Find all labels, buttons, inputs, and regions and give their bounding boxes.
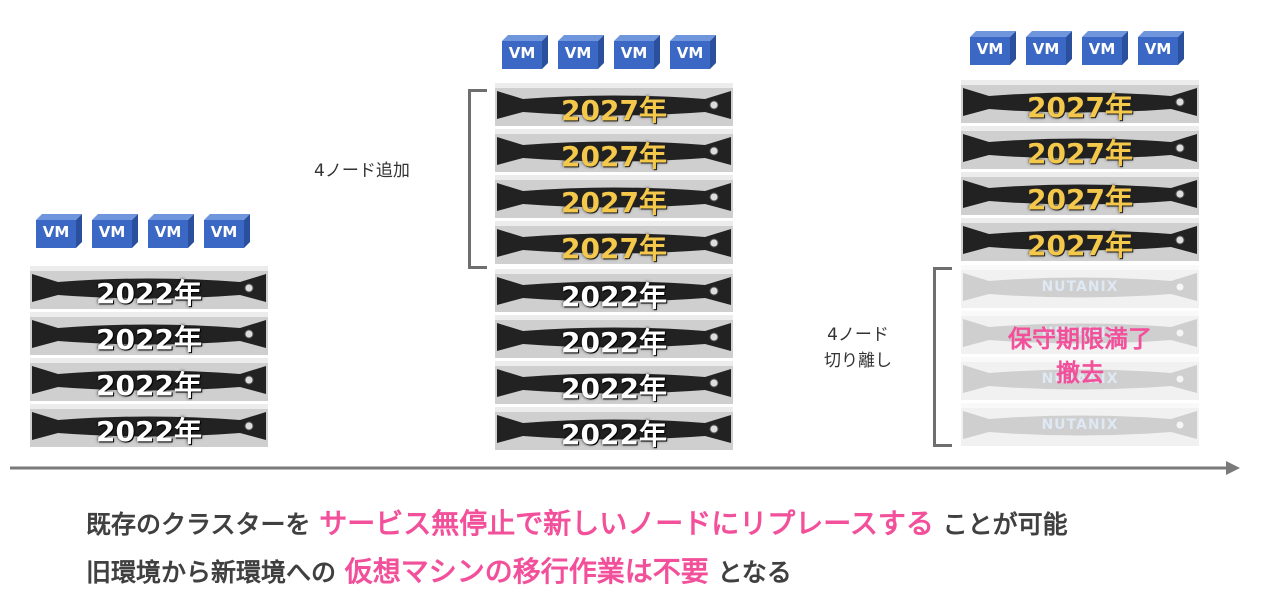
- server-node-2027: 2027年: [495, 221, 733, 265]
- server-node-2027: 2027年: [495, 83, 733, 127]
- server-node-2022: 2022年: [30, 358, 268, 402]
- retired-server-node: NUTANIX: [961, 265, 1199, 308]
- retired-server-node: NUTANIX: [961, 311, 1199, 354]
- timeline-arrow: [10, 460, 1242, 484]
- server-node-2027: 2027年: [961, 172, 1199, 216]
- server-node-2022: 2022年: [495, 315, 733, 359]
- vm-icon: VM: [1082, 31, 1128, 65]
- vm-icon: VM: [148, 214, 194, 248]
- vm-icon: VM: [92, 214, 138, 248]
- vm-icon: VM: [1138, 31, 1184, 65]
- server-node-2022: 2022年: [30, 312, 268, 356]
- vm-icon: VM: [670, 35, 716, 69]
- caption-line-1: 既存のクラスターを サービス無停止で新しいノードにリプレースする ことが可能: [86, 507, 1068, 540]
- server-node-2022: 2022年: [495, 361, 733, 405]
- server-node-2027: 2027年: [961, 126, 1199, 170]
- server-node-2027: 2027年: [495, 129, 733, 173]
- vm-icon: VM: [204, 214, 250, 248]
- vm-icon: VM: [558, 35, 604, 69]
- server-node-2027: 2027年: [961, 80, 1199, 124]
- vm-icon: VM: [502, 35, 548, 69]
- server-node-2022: 2022年: [495, 269, 733, 313]
- retired-server-node: NUTANIX: [961, 357, 1199, 400]
- add-nodes-bracket: [468, 89, 487, 269]
- server-node-2027: 2027年: [495, 175, 733, 219]
- vm-icon: VM: [614, 35, 660, 69]
- vm-icon: VM: [1026, 31, 1072, 65]
- vm-icon: VM: [36, 214, 82, 248]
- caption-line-2: 旧環境から新環境への 仮想マシンの移行作業は不要 となる: [86, 555, 792, 588]
- server-node-2027: 2027年: [961, 218, 1199, 262]
- retired-label: 保守期限満了 撤去: [1008, 325, 1152, 387]
- server-node-2022: 2022年: [30, 404, 268, 448]
- server-node-2022: 2022年: [30, 266, 268, 310]
- retired-server-node: NUTANIX: [961, 403, 1199, 446]
- detach-nodes-label: 4ノード 切り離し: [824, 325, 892, 371]
- detach-nodes-bracket: [933, 267, 952, 447]
- vm-icon: VM: [970, 31, 1016, 65]
- server-node-2022: 2022年: [495, 407, 733, 451]
- add-nodes-label: 4ノード追加: [314, 161, 410, 181]
